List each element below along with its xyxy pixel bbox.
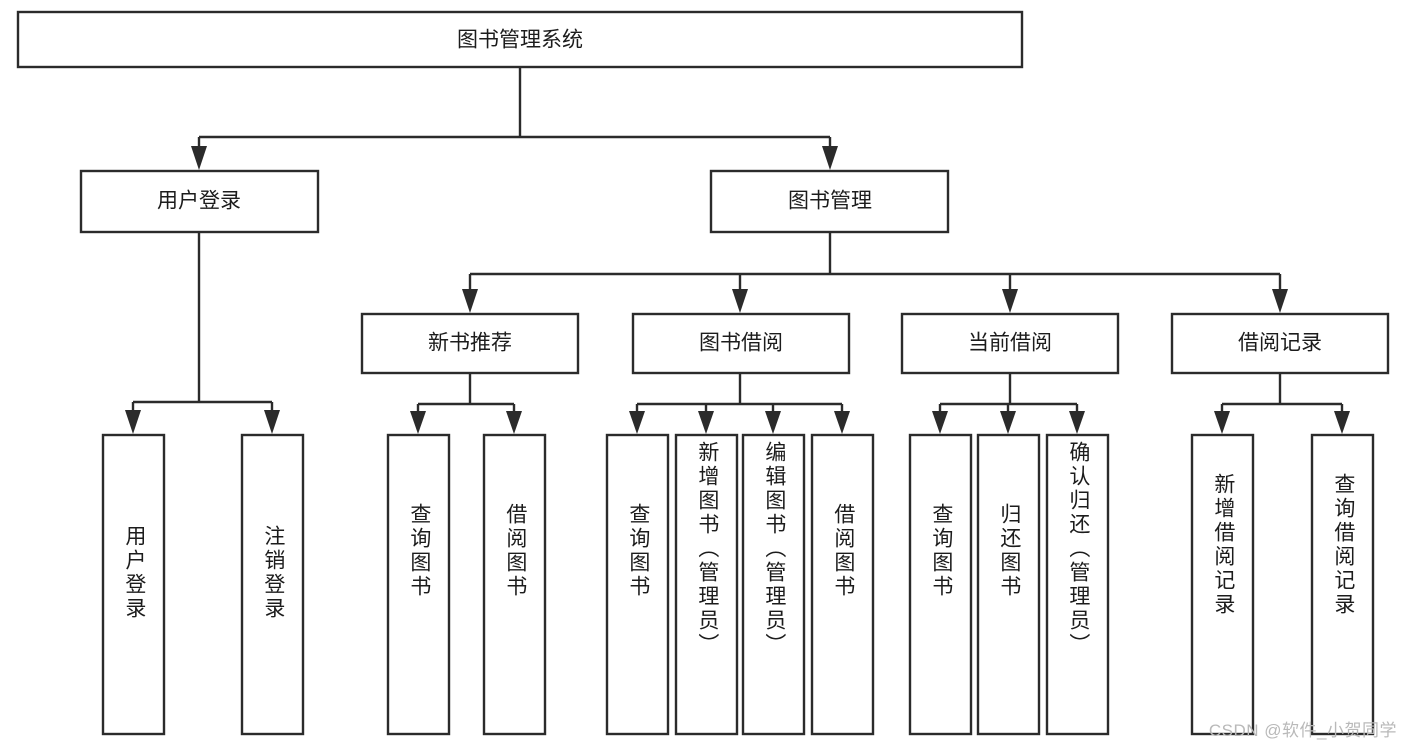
arrow-head-icon xyxy=(1002,289,1018,313)
arrow-head-icon xyxy=(1272,289,1288,313)
connector-root-to-level2 xyxy=(191,67,838,170)
node-new-book-recommend-rect[interactable] xyxy=(360,312,580,375)
leaf-rect-user-login[interactable] xyxy=(101,433,166,736)
connector-newbook-to-leaves xyxy=(410,373,522,434)
arrow-head-icon xyxy=(1069,411,1085,434)
node-book-management-rect[interactable] xyxy=(709,169,950,234)
connector-bookmgmt-to-level3 xyxy=(462,232,1288,313)
csdn-watermark: CSDN @软件_小贺同学 xyxy=(1208,721,1397,740)
leaf-rect-query-book-borrow[interactable] xyxy=(605,433,670,736)
arrow-head-icon xyxy=(1334,411,1350,434)
arrow-head-icon xyxy=(462,289,478,313)
node-borrow-record[interactable]: 借阅记录 xyxy=(1170,312,1390,375)
node-book-management[interactable]: 图书管理 xyxy=(709,169,950,234)
node-user-login[interactable]: 用户登录 xyxy=(79,169,320,234)
arrow-head-icon xyxy=(732,289,748,313)
leaf-rect-query-borrow-record[interactable] xyxy=(1310,433,1375,736)
leaf-rect-add-book-admin[interactable] xyxy=(674,433,739,736)
arrow-head-icon xyxy=(629,411,645,434)
arrow-head-icon xyxy=(410,411,426,434)
leaf-rect-return-book[interactable] xyxy=(976,433,1041,736)
arrow-head-icon xyxy=(1000,411,1016,434)
leaf-rect-add-borrow-record[interactable] xyxy=(1190,433,1255,736)
node-book-management-label: 图书管理 xyxy=(788,190,872,213)
node-book-borrow[interactable]: 图书借阅 xyxy=(631,312,851,375)
leaf-rect-borrow-book-new[interactable] xyxy=(482,433,547,736)
leaf-rect-edit-book-admin[interactable] xyxy=(741,433,806,736)
connector-record-to-leaves xyxy=(1214,373,1350,434)
connector-current-to-leaves xyxy=(932,373,1085,434)
arrow-head-icon xyxy=(125,410,141,434)
leaf-rect-logout[interactable] xyxy=(240,433,305,736)
leaf-node-rects xyxy=(101,433,1375,736)
arrow-head-icon xyxy=(264,410,280,434)
node-root[interactable]: 图书管理系统 xyxy=(16,10,1024,69)
node-new-book-recommend[interactable]: 新书推荐 xyxy=(360,312,580,375)
node-borrow-record-rect[interactable] xyxy=(1170,312,1390,375)
arrow-head-icon xyxy=(506,411,522,434)
arrow-head-icon xyxy=(698,411,714,434)
arrow-head-icon xyxy=(822,146,838,170)
node-new-book-recommend-label: 新书推荐 xyxy=(428,332,512,355)
node-book-borrow-label: 图书借阅 xyxy=(699,332,783,355)
node-borrow-record-label: 借阅记录 xyxy=(1238,332,1322,355)
arrow-head-icon xyxy=(1214,411,1230,434)
arrow-head-icon xyxy=(191,146,207,170)
arrow-head-icon xyxy=(765,411,781,434)
node-user-login-label: 用户登录 xyxy=(157,190,241,213)
leaf-rect-confirm-return-admin[interactable] xyxy=(1045,433,1110,736)
node-current-borrow-rect[interactable] xyxy=(900,312,1120,375)
node-user-login-rect[interactable] xyxy=(79,169,320,234)
node-current-borrow-label: 当前借阅 xyxy=(968,332,1052,355)
leaf-rect-query-book-new[interactable] xyxy=(386,433,451,736)
connector-userlogin-to-leaves xyxy=(125,232,280,434)
arrow-head-icon xyxy=(834,411,850,434)
arrow-head-icon xyxy=(932,411,948,434)
node-current-borrow[interactable]: 当前借阅 xyxy=(900,312,1120,375)
leaf-rect-query-book-current[interactable] xyxy=(908,433,973,736)
connector-borrow-to-leaves xyxy=(629,373,850,434)
leaf-rect-borrow-book[interactable] xyxy=(810,433,875,736)
node-root-rect[interactable] xyxy=(16,10,1024,69)
node-root-label: 图书管理系统 xyxy=(457,29,583,52)
node-book-borrow-rect[interactable] xyxy=(631,312,851,375)
